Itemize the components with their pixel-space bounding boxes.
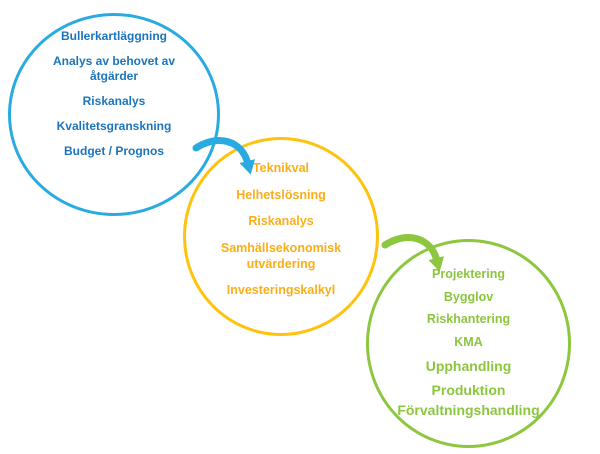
blue-phase-item-list: Bullerkartläggning Analys av behovet av …	[11, 16, 217, 169]
phase-item: Bygglov	[443, 289, 494, 304]
phase-item: Budget / Prognos	[64, 144, 164, 158]
phase-item: Helhetslösning	[236, 187, 326, 202]
phase-item: Analys av behovet av åtgärder	[52, 54, 176, 83]
phase-item: Teknikval	[252, 161, 310, 175]
phase-item: Riskanalys	[248, 214, 314, 229]
arrow-yellow-to-green-icon	[381, 234, 445, 272]
green-phase-item-list: Projektering Bygglov Riskhantering KMA U…	[369, 242, 568, 426]
blue-phase-circle: Bullerkartläggning Analys av behovet av …	[8, 13, 220, 216]
phase-item: Kvalitetsgranskning	[56, 119, 172, 133]
yellow-phase-circle: Teknikval Helhetslösning Riskanalys Samh…	[183, 137, 379, 336]
phase-item: Riskhantering	[426, 312, 511, 327]
arrow-blue-to-yellow-icon	[192, 137, 256, 175]
phase-item: Bullerkartläggning	[60, 29, 167, 43]
yellow-phase-item-list: Teknikval Helhetslösning Riskanalys Samh…	[186, 140, 376, 310]
phase-item: Förvaltningshandling	[397, 401, 540, 418]
phase-item: Projektering	[432, 267, 505, 281]
phase-item: KMA	[454, 334, 483, 349]
phase-item: Upphandling	[425, 357, 512, 374]
phase-item: Samhällsekonomisk utvärdering	[220, 240, 342, 271]
phase-item: Riskanalys	[82, 94, 146, 108]
green-phase-circle: Projektering Bygglov Riskhantering KMA U…	[366, 239, 571, 448]
phase-item: Investeringskalkyl	[226, 283, 336, 298]
phase-item: Produktion	[431, 382, 506, 398]
